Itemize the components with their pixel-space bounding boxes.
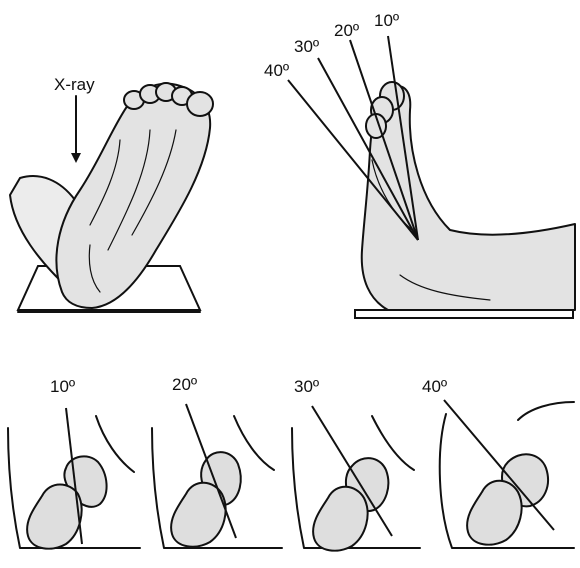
calcaneus-bone — [313, 487, 367, 551]
panel-30-degrees: 30º — [292, 377, 420, 551]
panel-10-degrees: 10º — [8, 377, 140, 549]
panel-20-degrees: 20º — [152, 375, 282, 548]
foot-lateral — [362, 86, 575, 310]
detector-plate-right — [355, 310, 573, 318]
panel-outline — [518, 402, 574, 420]
panel-angle-label: 40º — [422, 377, 447, 396]
angle-label-10: 10º — [374, 11, 399, 30]
angle-label-40: 40º — [264, 61, 289, 80]
calcaneus-bone — [467, 481, 521, 545]
angle-label-20: 20º — [334, 21, 359, 40]
panel-outline — [96, 416, 134, 472]
panel-40-degrees: 40º — [422, 377, 574, 548]
calcaneus-bone — [27, 485, 81, 549]
panel-angle-label: 30º — [294, 377, 319, 396]
panel-angle-label: 20º — [172, 375, 197, 394]
panel-outline — [234, 416, 274, 470]
plantar-foot-illustration: X-ray — [10, 75, 213, 312]
xray-label: X-ray — [54, 75, 95, 94]
panel-angle-label: 10º — [50, 377, 75, 396]
lateral-foot-illustration: 10º 20º 30º 40º — [264, 11, 575, 318]
calcaneus-bone — [171, 483, 225, 547]
angle-label-30: 30º — [294, 37, 319, 56]
